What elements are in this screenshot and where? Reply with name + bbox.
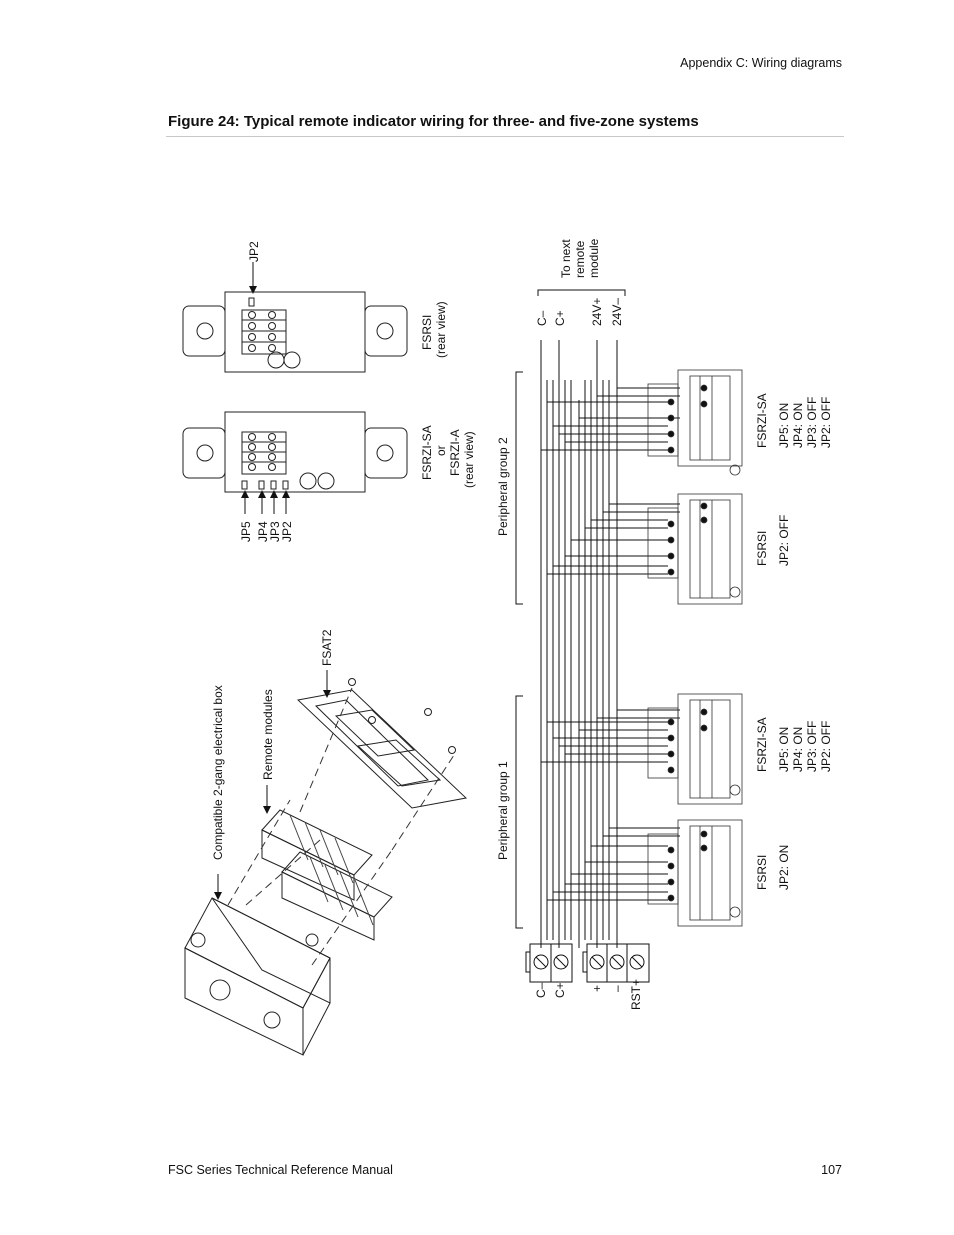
to-next-label-3: module: [587, 238, 601, 278]
bot-c-minus-label: C–: [534, 982, 548, 998]
top-c-plus-label: C+: [553, 310, 567, 326]
m2-jp2-label: JP2: OFF: [819, 721, 833, 772]
fsrzi-label-2: or: [434, 445, 448, 456]
terminal-block-power: [582, 943, 650, 983]
jp4-label: JP4: [256, 521, 270, 542]
m4-name-label: FSRZI-SA: [755, 393, 769, 448]
fsrsi-rear-view-drawing: [182, 291, 408, 373]
to-next-label-2: remote: [573, 240, 587, 278]
jp2-top-label: JP2: [247, 241, 261, 262]
jp2-label: JP2: [280, 521, 294, 542]
jp5-label: JP5: [239, 521, 253, 542]
to-next-label-1: To next: [559, 239, 573, 278]
jumper-pointer-arrows: [241, 490, 290, 514]
m4-jp4-label: JP4: ON: [791, 403, 805, 448]
fsat2-plate-drawing: [296, 678, 468, 809]
bus-wires: [540, 340, 618, 948]
peripheral-group-2-label: Peripheral group 2: [496, 437, 510, 536]
assembly-guide-lines: [227, 687, 457, 966]
remote-modules-label: Remote modules: [261, 689, 275, 780]
fsrsi-module-group2: [647, 493, 743, 605]
peripheral-group-1-label: Peripheral group 1: [496, 761, 510, 860]
m1-jp2-label: JP2: ON: [777, 845, 791, 890]
m4-jp3-label: JP3: OFF: [805, 397, 819, 448]
m2-jp4-label: JP4: ON: [791, 727, 805, 772]
remote-modules-drawing: [261, 809, 393, 941]
m4-jp5-label: JP5: ON: [777, 403, 791, 448]
footer-page-number: 107: [821, 1163, 842, 1177]
module-connection-wires: [541, 387, 680, 901]
fsrsi-rear-label: FSRSI: [420, 315, 434, 350]
compatible-box-label: Compatible 2-gang electrical box: [211, 685, 225, 860]
top-c-minus-label: C–: [535, 310, 549, 326]
electrical-box-drawing: [184, 897, 331, 1056]
title-divider: [166, 136, 844, 137]
fsrzi-rear-view-drawing: [182, 411, 408, 493]
bot-c-plus-label: C+: [553, 982, 567, 998]
fsrsi-module-group1: [647, 819, 743, 927]
fsrzi-sa-module-group1: [647, 693, 743, 805]
peripheral-group-brackets: [515, 289, 626, 929]
m2-name-label: FSRZI-SA: [755, 717, 769, 772]
m3-name-label: FSRSI: [755, 531, 769, 566]
m4-jp2-label: JP2: OFF: [819, 397, 833, 448]
fsrsi-rear-sublabel: (rear view): [434, 301, 448, 358]
figure-title: Figure 24: Typical remote indicator wiri…: [168, 113, 699, 130]
fsrzi-label-3: FSRZI-A: [448, 429, 462, 476]
jp3-label: JP3: [268, 521, 282, 542]
terminal-block-comm: [525, 943, 573, 983]
footer-manual-title: FSC Series Technical Reference Manual: [168, 1163, 393, 1177]
bot-plus-label: +: [590, 985, 604, 992]
fsat2-label: FSAT2: [320, 629, 334, 666]
top-24v-minus-label: 24V–: [610, 298, 624, 326]
fsrzi-label-1: FSRZI-SA: [420, 425, 434, 480]
m2-jp5-label: JP5: ON: [777, 727, 791, 772]
m2-jp3-label: JP3: OFF: [805, 721, 819, 772]
fsrzi-label-4: (rear view): [462, 431, 476, 488]
top-24v-plus-label: 24V+: [590, 298, 604, 326]
page-section-header: Appendix C: Wiring diagrams: [680, 56, 842, 70]
bot-rst-label: RST+: [629, 979, 643, 1010]
m3-jp2-label: JP2: OFF: [777, 515, 791, 566]
fsrzi-sa-module-group2: [647, 369, 743, 476]
bot-minus-label: –: [610, 985, 624, 992]
m1-name-label: FSRSI: [755, 855, 769, 890]
